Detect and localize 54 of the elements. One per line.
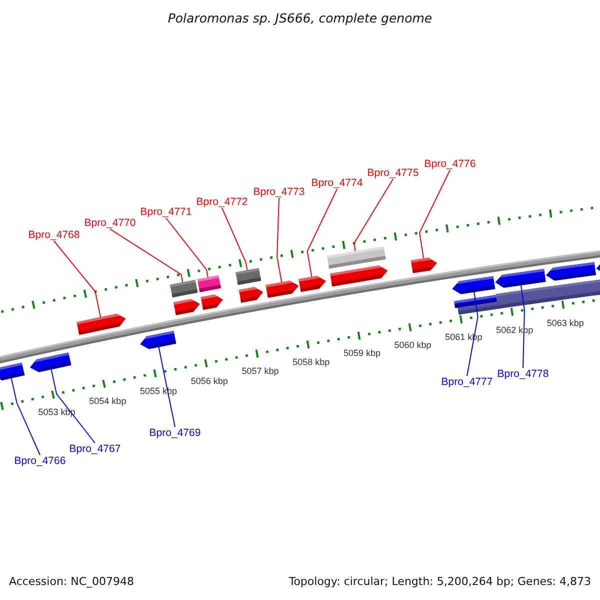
gene-label: Bpro_4772: [196, 196, 248, 208]
feature-bar: [236, 268, 262, 285]
gene-label: Bpro_4777: [441, 376, 493, 388]
gene-label: Bpro_4776: [424, 158, 476, 170]
gene-label: Bpro_4778: [497, 368, 549, 380]
gene-block: [452, 276, 496, 294]
scale-label: 5059 kbp: [343, 348, 381, 358]
leader-line: [306, 188, 338, 278]
gene-block: [76, 314, 126, 335]
gene-label: Bpro_4768: [28, 229, 80, 241]
gene-block: [266, 280, 299, 298]
leader-line: [158, 346, 176, 428]
gene-block: [238, 287, 264, 303]
gene-label: Bpro_4770: [84, 217, 136, 229]
gene-label: Bpro_4767: [69, 443, 121, 455]
scale-label: 5058 kbp: [292, 357, 330, 368]
leader-line: [354, 178, 394, 252]
leader-line: [10, 378, 40, 456]
feature-bar: [327, 246, 386, 269]
leader-line: [110, 228, 184, 283]
gene-block: [495, 268, 546, 288]
gene-label: Bpro_4773: [253, 186, 305, 198]
gene-block: [200, 294, 224, 310]
accession-label: Accession: NC_007948: [9, 575, 134, 589]
scale-label: 5060 kbp: [394, 340, 432, 350]
feature-bar: [170, 280, 198, 298]
scale-label: 5056 kbp: [190, 376, 228, 386]
gene-block: [30, 352, 72, 372]
leader-line: [166, 218, 208, 278]
leader-line: [50, 368, 96, 444]
gene-block: [546, 262, 596, 281]
leader-line: [466, 292, 478, 376]
feature-bar: [197, 275, 221, 292]
gene-block: [410, 258, 438, 274]
gene-label: Bpro_4775: [367, 167, 419, 179]
gene-label: Bpro_4769: [149, 427, 201, 439]
gene-label: Bpro_4771: [140, 206, 192, 218]
scale-label: 5063 kbp: [546, 318, 584, 328]
scale-label: 5057 kbp: [242, 366, 279, 376]
title: Polaromonas sp. JS666, complete genome: [168, 10, 432, 26]
gene-label: Bpro_4774: [311, 177, 363, 189]
leader-line: [54, 240, 102, 318]
gene-block: [330, 265, 388, 286]
scale-label: 5054 kbp: [89, 396, 126, 406]
genome-summary: Topology: circular; Length: 5,200,264 bp; Genes: 4,873: [288, 575, 591, 589]
leader-line: [419, 170, 450, 259]
gene-block: [0, 362, 25, 380]
leader-line: [276, 198, 282, 283]
leader-line: [222, 208, 248, 271]
gene-block: [173, 298, 200, 316]
gene-block: [298, 276, 326, 292]
leader-line: [520, 284, 525, 368]
gene-block: [140, 330, 176, 350]
gene-label: Bpro_4766: [14, 455, 66, 467]
